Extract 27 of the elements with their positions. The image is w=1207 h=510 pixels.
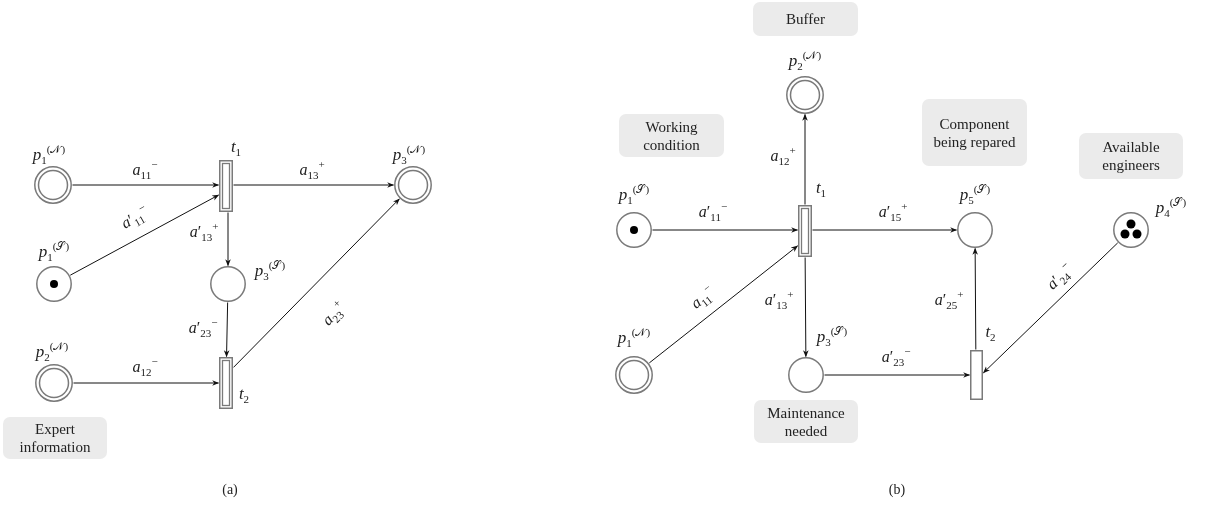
arrow [225, 212, 231, 267]
subfigure-caption: (b) [888, 482, 906, 498]
note-box: Maintenance needed [754, 400, 858, 443]
arrow [648, 245, 799, 364]
note-box: Buffer [753, 2, 858, 36]
transition-label: t$_{1}$ [230, 137, 242, 159]
transition-label: t$_{1}$ [815, 178, 827, 200]
arrow [73, 380, 220, 386]
subfigure-caption: (a) [222, 482, 238, 498]
arrow [69, 194, 220, 276]
arrow [972, 247, 978, 350]
arrow [72, 182, 220, 188]
note-box: Available engineers [1079, 133, 1183, 179]
arrow [803, 257, 809, 358]
arrow [983, 242, 1119, 374]
transition-label: t$_{2}$ [238, 384, 250, 406]
arrow [233, 182, 395, 188]
note-box: Working condition [619, 114, 724, 157]
note-box: Component being repared [922, 99, 1027, 166]
arrow [824, 372, 971, 378]
note-box: Expert information [3, 417, 107, 459]
arrow [223, 302, 230, 358]
arrow [812, 227, 958, 233]
arrow [652, 227, 799, 233]
transition-label: t$_{2}$ [985, 322, 996, 344]
arrow [802, 113, 808, 205]
arrow [233, 198, 400, 368]
